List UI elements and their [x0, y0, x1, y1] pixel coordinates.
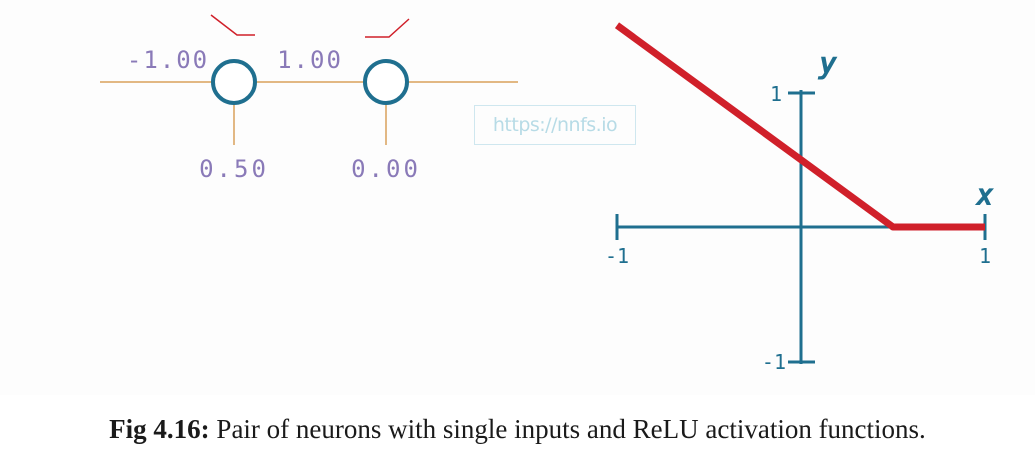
- figure: -1.00 1.00 0.50 0.00 -1 1 1 -1 y x: [100, 14, 995, 374]
- weight-2-label: 1.00: [277, 46, 343, 74]
- y-axis-label: y: [817, 46, 838, 81]
- y-min-tick-label: -1: [762, 350, 786, 374]
- relu-activation-line: [614, 22, 985, 231]
- figure-canvas: -1.00 1.00 0.50 0.00 -1 1 1 -1 y x: [100, 14, 994, 374]
- neuron-network-diagram: -1.00 1.00 0.50 0.00: [100, 14, 518, 183]
- relu-plot: -1 1 1 -1 y x: [605, 22, 994, 374]
- figure-caption: Fig 4.16: Pair of neurons with single in…: [0, 414, 1035, 445]
- bias-1-label: 0.50: [199, 155, 269, 183]
- x-max-tick-label: 1: [979, 244, 991, 268]
- neuron-1: [211, 59, 257, 105]
- caption-text: Pair of neurons with single inputs and R…: [209, 414, 926, 444]
- caption-label: Fig 4.16:: [109, 414, 210, 444]
- watermark: https://nnfs.io: [474, 105, 636, 145]
- y-max-tick-label: 1: [770, 82, 782, 106]
- relu-icon-neuron-2: [365, 18, 410, 38]
- neuron-2: [363, 59, 409, 105]
- x-min-tick-label: -1: [605, 244, 629, 268]
- bias-2-label: 0.00: [351, 155, 421, 183]
- x-axis-label: x: [974, 178, 994, 213]
- weight-1-label: -1.00: [127, 46, 209, 74]
- relu-icon-neuron-1: [210, 14, 255, 36]
